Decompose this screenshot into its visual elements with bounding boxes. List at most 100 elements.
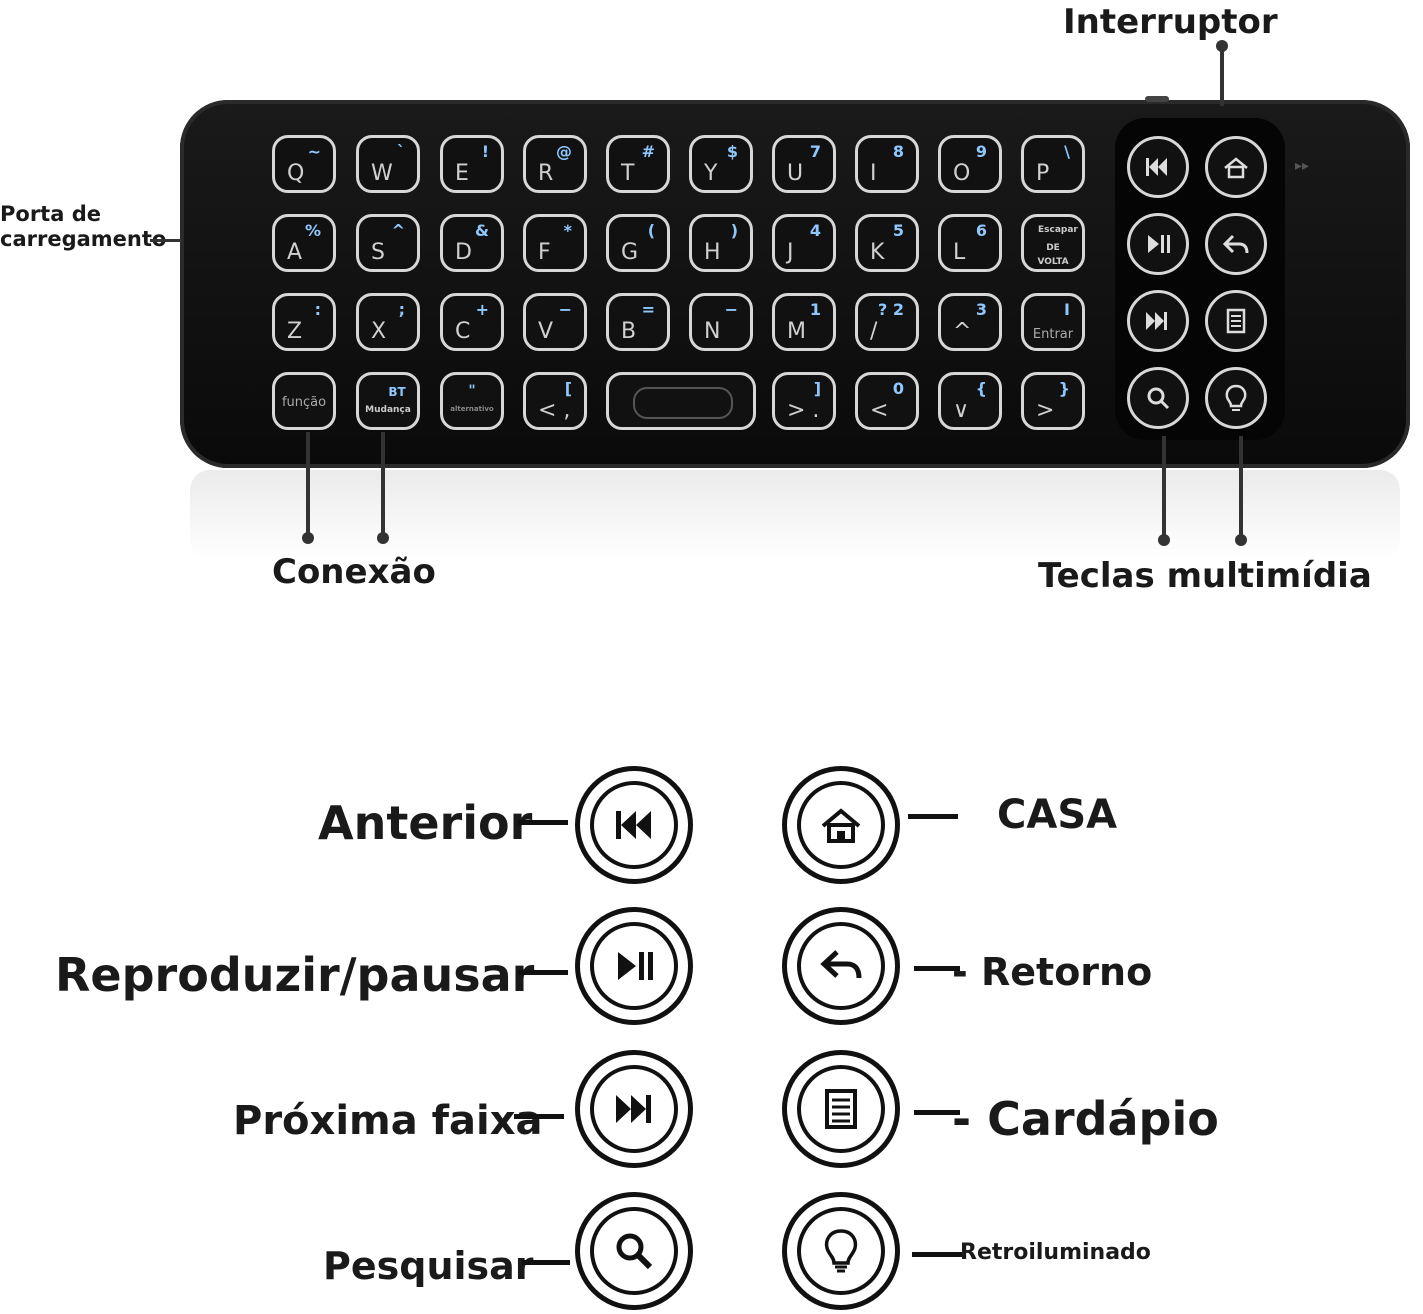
legend-backlight-button bbox=[782, 1192, 900, 1310]
key-e-r12[interactable]: E! bbox=[440, 135, 504, 193]
space-key[interactable] bbox=[606, 372, 756, 430]
legend-back-dash bbox=[914, 966, 960, 971]
legend-menu-dash bbox=[914, 1110, 960, 1115]
home-icon bbox=[821, 808, 861, 843]
key-main-label: I bbox=[870, 161, 877, 186]
key-x-r4c[interactable]: <0 bbox=[855, 372, 919, 430]
search-key[interactable] bbox=[1127, 367, 1189, 429]
key-alt-label: + bbox=[475, 300, 489, 319]
key-alt-label: } bbox=[1058, 379, 1070, 398]
connection-callout: Conexão bbox=[272, 552, 436, 592]
legend-backlight-label: Retroiluminado bbox=[960, 1240, 1151, 1265]
legend-home-label: CASA bbox=[997, 792, 1118, 838]
key-alt-label: ! bbox=[481, 142, 489, 161]
enter-label: Entrar bbox=[1032, 327, 1074, 342]
next-icon bbox=[616, 1095, 651, 1123]
charging-port-leader bbox=[150, 239, 182, 242]
key-t-r14[interactable]: T# bbox=[606, 135, 670, 193]
key-d-r22[interactable]: D& bbox=[440, 214, 504, 272]
key-alt-label: ` bbox=[397, 142, 405, 161]
key-b-r34[interactable]: B= bbox=[606, 293, 670, 351]
key-q-r10[interactable]: Q~ bbox=[272, 135, 336, 193]
menu-icon bbox=[825, 1089, 857, 1129]
key-z-r30[interactable]: Z: bbox=[272, 293, 336, 351]
key-x-r38[interactable]: ^3 bbox=[938, 293, 1002, 351]
key-r-r13[interactable]: R@ bbox=[523, 135, 587, 193]
legend-previous-dash bbox=[518, 820, 568, 825]
back-arrow-icon bbox=[820, 950, 862, 979]
space-bar-mark bbox=[633, 387, 733, 419]
key-main-label: < bbox=[870, 398, 889, 423]
key-x-r37[interactable]: /? 2 bbox=[855, 293, 919, 351]
key-main-label: Y bbox=[704, 161, 718, 186]
back-key[interactable] bbox=[1205, 213, 1267, 275]
fn-leader bbox=[306, 432, 310, 540]
alternative-key[interactable]: "alternativo bbox=[440, 372, 504, 430]
key-x-r4d[interactable]: ∨{ bbox=[938, 372, 1002, 430]
key-alt-label: = bbox=[641, 300, 655, 319]
key-x-r31[interactable]: X; bbox=[356, 293, 420, 351]
key-f-r23[interactable]: F* bbox=[523, 214, 587, 272]
play-pause-icon bbox=[618, 952, 653, 980]
key-p-r19[interactable]: P\ bbox=[1021, 135, 1085, 193]
key-alt-label: ~ bbox=[307, 142, 321, 161]
keyboard-reflection bbox=[190, 470, 1400, 560]
menu-key[interactable] bbox=[1205, 290, 1267, 352]
home-icon bbox=[1224, 157, 1248, 179]
key-alt-label: ] bbox=[813, 379, 821, 398]
key-c-r32[interactable]: C+ bbox=[440, 293, 504, 351]
key-alt-label: $ bbox=[726, 142, 738, 161]
legend-next-button bbox=[575, 1050, 693, 1168]
key-alt-label: 1 bbox=[809, 300, 821, 319]
key-main-label: S bbox=[371, 240, 385, 265]
key-alt-label: # bbox=[641, 142, 655, 161]
key-alt-label: [ bbox=[564, 379, 572, 398]
function-key[interactable]: função bbox=[272, 372, 336, 430]
backlight-key[interactable] bbox=[1205, 367, 1267, 429]
escape-label: Escapar bbox=[1038, 225, 1078, 235]
home-key[interactable] bbox=[1205, 136, 1267, 198]
key-w-r11[interactable]: W` bbox=[356, 135, 420, 193]
enter-key[interactable]: I Entrar bbox=[1021, 293, 1085, 351]
key-g-r24[interactable]: G( bbox=[606, 214, 670, 272]
key-main-label: K bbox=[870, 240, 885, 265]
key-main-label: A bbox=[287, 240, 303, 265]
play-pause-key[interactable] bbox=[1127, 213, 1189, 275]
key-alt-label: − bbox=[558, 300, 572, 319]
key-v-r33[interactable]: V− bbox=[523, 293, 587, 351]
key-xxx-r4a[interactable]: < ,[ bbox=[523, 372, 587, 430]
previous-icon bbox=[616, 811, 651, 839]
legend-previous-button bbox=[575, 766, 693, 884]
fn-leader-dot bbox=[302, 532, 314, 544]
previous-key[interactable] bbox=[1127, 136, 1189, 198]
key-main-label: < , bbox=[538, 398, 571, 423]
key-x-r4e[interactable]: >} bbox=[1021, 372, 1085, 430]
key-n-r35[interactable]: N− bbox=[689, 293, 753, 351]
key-main-label: W bbox=[371, 161, 393, 186]
key-alt-label: & bbox=[475, 221, 489, 240]
key-h-r25[interactable]: H) bbox=[689, 214, 753, 272]
enter-alt-label: I bbox=[1064, 300, 1070, 319]
key-main-label: N bbox=[704, 319, 721, 344]
lightbulb-icon bbox=[824, 1229, 858, 1273]
escape-volta-label: VOLTA bbox=[1037, 257, 1069, 267]
key-xxx-r4b[interactable]: > .] bbox=[772, 372, 836, 430]
key-alt-label: ) bbox=[730, 221, 738, 240]
function-label: função bbox=[281, 395, 327, 410]
key-y-r15[interactable]: Y$ bbox=[689, 135, 753, 193]
bt-leader-dot bbox=[377, 532, 389, 544]
key-a-r20[interactable]: A% bbox=[272, 214, 336, 272]
key-main-label: H bbox=[704, 240, 721, 265]
key-alt-label: \ bbox=[1064, 142, 1070, 161]
next-key[interactable] bbox=[1127, 290, 1189, 352]
key-s-r21[interactable]: S^ bbox=[356, 214, 420, 272]
